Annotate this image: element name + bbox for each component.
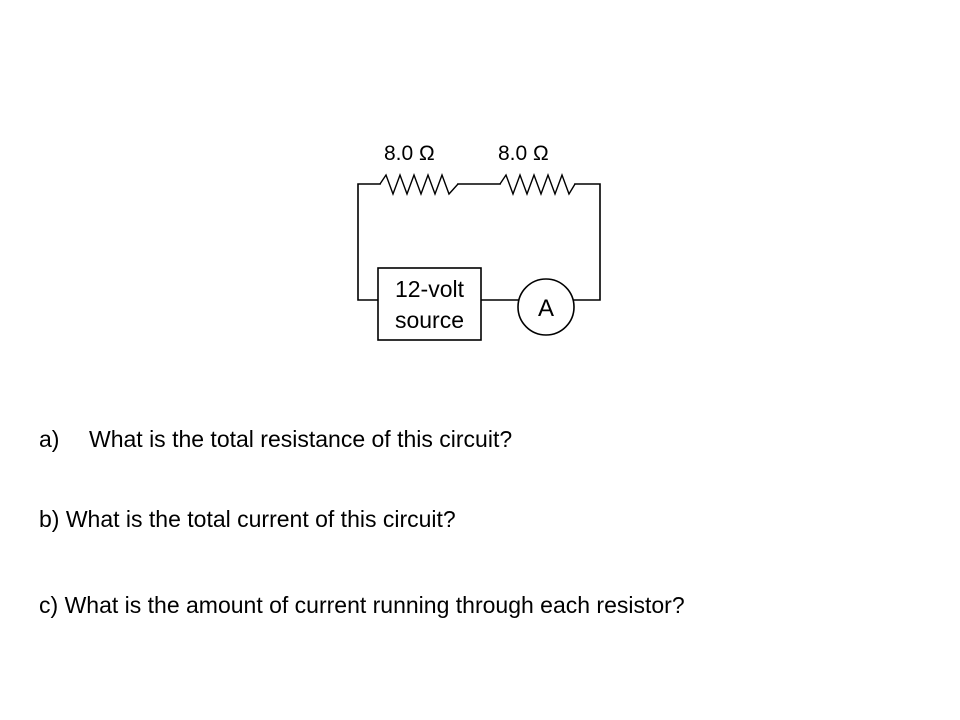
resistor-1 [379,172,459,197]
question-c-text: What is the amount of current running th… [64,592,685,618]
question-a: a) What is the total resistance of this c… [39,425,512,453]
voltage-source-label-line2: source [395,307,464,333]
voltage-source-label-line1: 12-volt [395,276,465,302]
question-c-letter: c) [39,592,59,618]
wire-top-right [573,183,601,301]
ammeter-circle [517,278,575,336]
question-a-text: What is the total resistance of this cir… [89,426,513,452]
question-b-text: What is the total current of this circui… [65,506,456,532]
resistor-2-label: 8.0 Ω [498,142,549,165]
question-c: c) What is the amount of current running… [39,591,685,619]
question-a-letter: a) [39,426,60,452]
wire-top-left [357,183,381,301]
question-b-letter: b) [39,506,60,532]
ammeter-label: A [538,295,554,322]
question-b: b) What is the total current of this cir… [39,505,456,533]
resistor-2 [499,172,576,197]
voltage-source-box [377,267,482,341]
resistor-1-label: 8.0 Ω [384,142,435,165]
